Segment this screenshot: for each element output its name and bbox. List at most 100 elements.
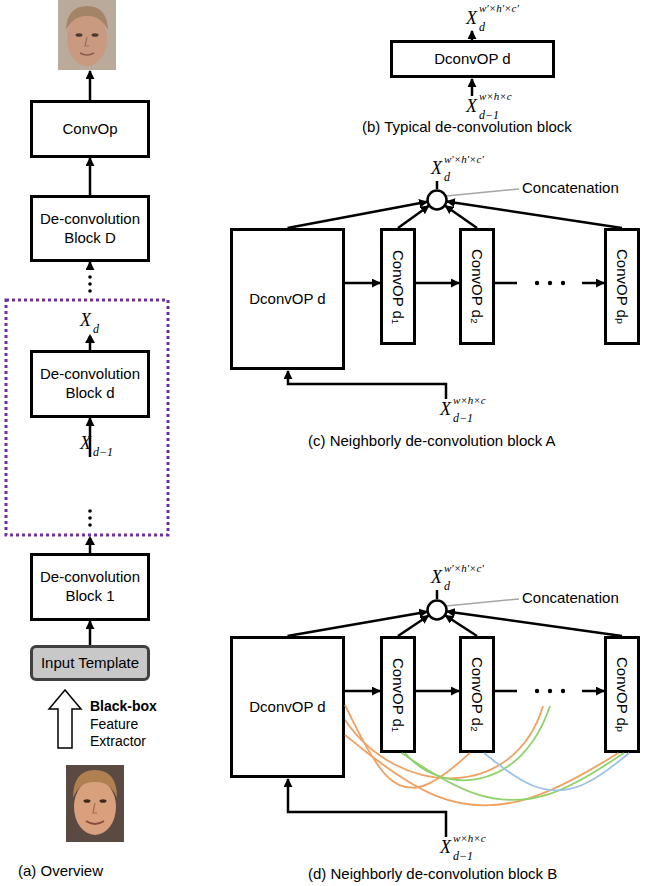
superscript-shape: w′×h′×c′: [444, 153, 484, 166]
process-box: De-convolution Block D: [30, 195, 150, 262]
node-label: Input Template: [41, 654, 139, 673]
skip-connection-curve: [484, 753, 629, 790]
variable-name: X: [466, 8, 477, 30]
process-box: ConvOp: [30, 100, 150, 158]
output-line: [436, 590, 439, 599]
leader-line: [446, 599, 519, 606]
node-label: De-convolution Block D: [33, 210, 147, 248]
connector-arrow: [288, 612, 428, 636]
skip-connection-curve: [345, 735, 618, 805]
node-label: De-convolution Block 1: [33, 568, 147, 606]
superscript-shape: w×h×c: [453, 832, 486, 845]
conv-op-box: ConvOP d₁: [380, 636, 416, 753]
face-nose: [85, 37, 89, 46]
leader-line: [446, 189, 519, 196]
input-face-photo: [66, 765, 124, 842]
concat-node: Concatenation: [426, 189, 448, 211]
connector-arrow: [416, 282, 459, 285]
skip-connection-curve: [345, 706, 543, 778]
conv-op-box: ConvOP d₂: [459, 636, 495, 753]
connector-arrow: [345, 282, 380, 285]
connector-arrow: [288, 202, 428, 228]
connector-arrow: [398, 206, 429, 228]
superscript-shape: w′×h′×c′: [479, 2, 519, 15]
node-label: ConvOP dₚ: [613, 657, 632, 732]
face-background: [66, 765, 124, 842]
input-arrow: [471, 79, 474, 96]
concat-circle-shape: [428, 191, 447, 210]
subscript-index: d: [444, 170, 450, 184]
output-line: [436, 181, 439, 189]
conv-op-box: ConvOP dₚ: [604, 636, 640, 753]
subscript-index: d: [93, 322, 99, 336]
connector-arrow: [89, 621, 92, 645]
face-hair: [66, 6, 108, 30]
node-label: Concatenation: [522, 589, 619, 608]
node-label: ConvOP d₁: [389, 658, 408, 732]
face-mouth: [86, 821, 104, 824]
face-eye: [100, 799, 107, 803]
ellipsis-dots: [535, 281, 565, 285]
output-arrow: [471, 31, 474, 40]
connector-arrow: [398, 616, 429, 636]
connector-arrow: [89, 158, 92, 195]
panel-caption: (c) Neighborly de-convolution block A: [308, 432, 556, 450]
subscript-index: d−1: [453, 411, 473, 425]
connector-arrow: [89, 262, 92, 350]
process-box: De-convolution Block 1: [30, 553, 150, 621]
conv-op-box: ConvOP dₚ: [604, 228, 640, 345]
face-nose: [93, 803, 97, 813]
connector-arrow: [445, 206, 477, 228]
node-label: ConvOp: [62, 120, 117, 139]
connector-arrow: [495, 690, 604, 693]
superscript-shape: w×h×c: [479, 90, 512, 103]
variable-name: X: [80, 310, 91, 332]
superscript-shape: w′×h′×c′: [444, 562, 484, 575]
reconstructed-face: [58, 0, 116, 70]
connector-arrow: [345, 690, 380, 693]
conv-op-box: ConvOP d₁: [380, 228, 416, 345]
ellipsis-dots: [88, 275, 92, 293]
panel-caption: (b) Typical de-convolution block: [362, 118, 572, 136]
ellipsis-dots: [535, 689, 565, 693]
variable-name: X: [431, 158, 442, 180]
node-label: ConvOP d₂: [468, 657, 487, 732]
face-eye: [92, 33, 99, 37]
node-label: ConvOP d₁: [389, 250, 408, 324]
annotation-text: Feature Extractor: [90, 716, 170, 750]
skip-connection-curve: [345, 705, 470, 788]
face-hair: [73, 770, 117, 798]
annotation-text: Black-box: [90, 698, 157, 715]
connector-arrow: [445, 615, 477, 636]
skip-connection-curve: [402, 753, 624, 800]
node-label: DconvOP d: [249, 290, 325, 309]
connector-arrow: [495, 282, 604, 285]
dotted-group-frame: [6, 300, 168, 535]
panel-caption: (d) Neighborly de-convolution block B: [308, 865, 557, 883]
process-box: DconvOP d: [390, 40, 555, 78]
concat-circle-shape: [428, 601, 447, 620]
ellipsis-dots: [88, 509, 92, 527]
process-box: DconvOP d: [230, 228, 345, 370]
input-path: [288, 779, 446, 837]
concat-node: Concatenation: [426, 599, 448, 621]
connector-arrow: [416, 690, 459, 693]
output-arrow: [89, 71, 92, 100]
face-mouth: [80, 53, 94, 55]
face-eye: [84, 799, 91, 803]
variable-name: X: [466, 96, 477, 118]
node-label: DconvOP d: [434, 50, 510, 69]
connector-arrow: [447, 201, 622, 228]
process-box: DconvOP d: [230, 636, 345, 778]
concat-circle: [426, 189, 448, 211]
superscript-shape: w×h×c: [453, 394, 486, 407]
variable-name: X: [80, 433, 91, 455]
subscript-index: d: [444, 579, 450, 593]
subscript-index: d−1: [453, 849, 473, 863]
node-label: Concatenation: [522, 179, 619, 198]
node-label: DconvOP d: [249, 698, 325, 717]
connector-arrow: [447, 611, 622, 636]
variable-name: X: [440, 399, 451, 421]
face-background: [58, 0, 116, 70]
